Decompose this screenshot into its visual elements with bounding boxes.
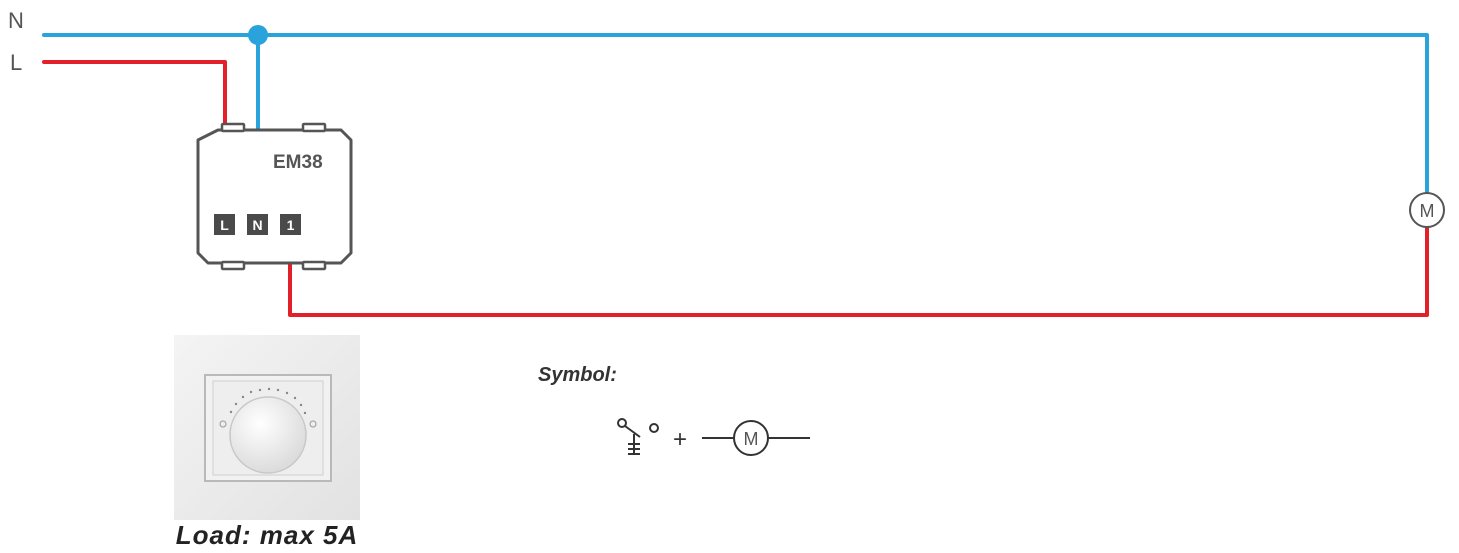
output-wire — [288, 225, 1429, 317]
terminal-1-label: 1 — [287, 217, 295, 233]
live-rail-label: L — [10, 50, 22, 75]
plus-sign: + — [673, 426, 687, 453]
neutral-wire — [42, 33, 1429, 195]
motor-label: M — [1420, 201, 1435, 221]
terminal-l-label: L — [220, 217, 229, 233]
motor-symbol-icon — [702, 420, 810, 456]
load-label: Load: max 5A — [176, 520, 359, 550]
dimmer-switch-symbol-icon — [617, 418, 659, 455]
terminal-n-label: N — [252, 217, 262, 233]
terminal-l — [214, 214, 235, 235]
dimmer-device-image — [174, 335, 360, 520]
motor-symbol-label: M — [744, 429, 759, 449]
module-name: EM38 — [273, 152, 323, 173]
terminal-1 — [280, 214, 301, 235]
neutral-junction-dot — [248, 25, 268, 45]
motor-icon — [1409, 192, 1445, 228]
terminal-n — [247, 214, 268, 235]
em38-module — [196, 122, 353, 271]
neutral-rail-label: N — [8, 8, 24, 33]
symbol-label: Symbol: — [538, 364, 617, 386]
